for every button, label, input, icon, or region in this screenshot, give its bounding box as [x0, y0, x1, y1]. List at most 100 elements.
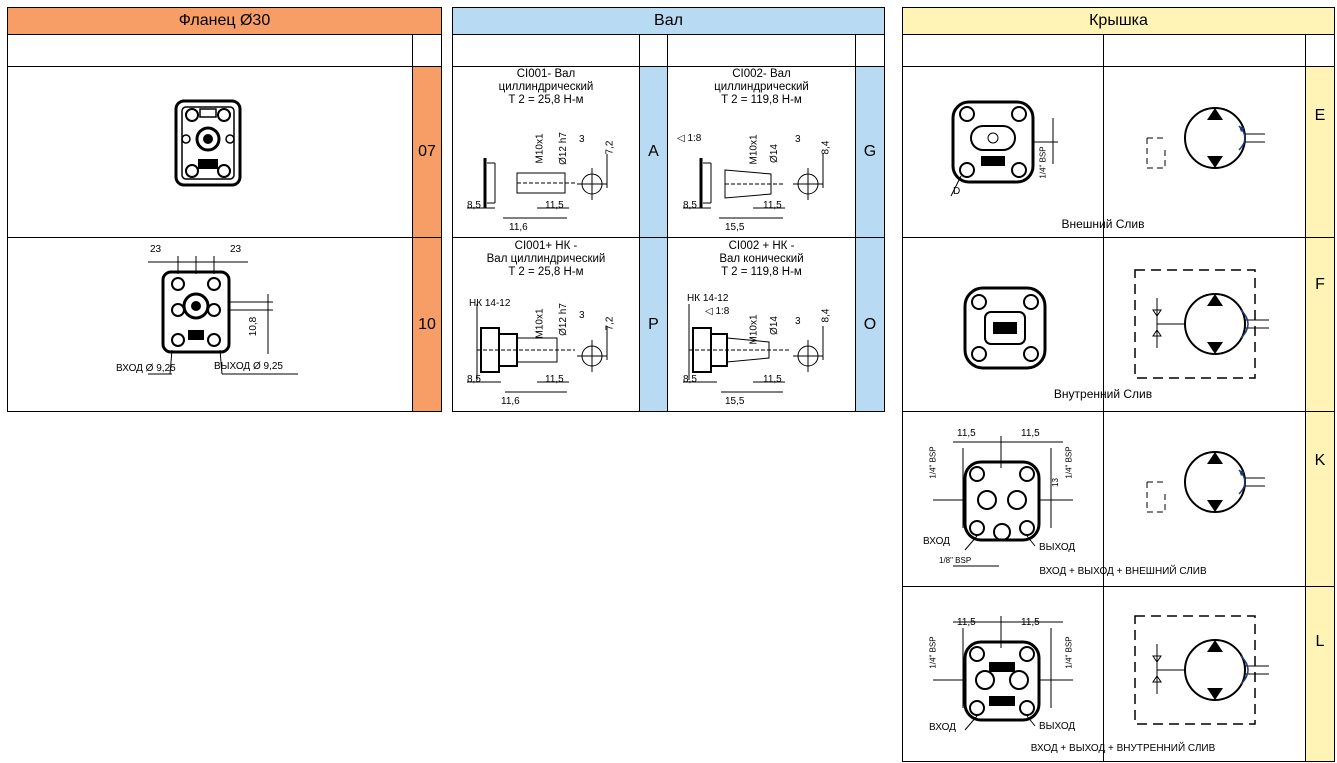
- shaft-code-label: G: [863, 143, 877, 160]
- shaft-o-key: 3: [795, 316, 801, 327]
- shaft-code-a[interactable]: A: [640, 67, 667, 237]
- divider: [412, 34, 413, 411]
- shaft-code-o[interactable]: O: [856, 238, 884, 411]
- cover-k-dim-v: 13: [1050, 478, 1060, 487]
- cover-e-drawing: [950, 100, 1058, 197]
- shaft-g-drawing: [683, 154, 824, 219]
- divider: [855, 34, 856, 411]
- cover-k-outlet: ВЫХОД: [1039, 542, 1076, 553]
- shaft-subheader: [453, 34, 884, 67]
- cover-code-label: F: [1315, 276, 1325, 293]
- flange-dim-right: 23: [230, 244, 242, 255]
- shaft-a-key-depth: 7,2: [604, 140, 616, 155]
- shaft-g-thread: M10x1: [748, 134, 760, 165]
- shaft-a-dim2: 11,6: [509, 222, 528, 233]
- shaft-o-taper: ◁ 1:8: [705, 306, 730, 317]
- shaft-o-adapter: НК 14-12: [687, 293, 729, 304]
- shaft-torque: T 2 = 25,8 Н-м: [508, 94, 584, 106]
- cover-k-drawing: [933, 436, 1073, 567]
- cover-panel: Крышка E F K L 1/4" BSP D Внешний Слив: [902, 7, 1335, 762]
- shaft-a-key: 3: [579, 134, 585, 145]
- flange-inlet-label: ВХОД Ø 9,25: [116, 363, 176, 374]
- shaft-name: CI002 + НК -: [728, 240, 795, 252]
- cover-code-k[interactable]: K: [1306, 412, 1334, 586]
- shaft-g-dim2: 15,5: [725, 222, 745, 233]
- flange-title: Фланец Ø30: [178, 12, 271, 29]
- shaft-a-diameter: Ø12 h7: [557, 132, 569, 165]
- cover-code-e[interactable]: E: [1306, 67, 1334, 237]
- cover-subheader: [903, 34, 1334, 67]
- shaft-panel: Вал A G P O CI001- Вал циллиндрический T…: [452, 7, 885, 412]
- shaft-g-dim3: 11,5: [763, 200, 782, 211]
- shaft-o-dim1: 8,5: [683, 374, 697, 385]
- shaft-code-label: A: [648, 143, 659, 160]
- cover-k-inlet: ВХОД: [923, 536, 950, 547]
- flange-code-10[interactable]: 10: [413, 238, 441, 411]
- divider: [1305, 34, 1306, 761]
- flange-10-drawing: [148, 256, 298, 375]
- divider: [639, 34, 640, 411]
- shaft-o-dim2: 15,5: [725, 396, 745, 407]
- cover-f-caption: Внутренний Слив: [1053, 387, 1153, 401]
- cover-l-dim-left: 11,5: [957, 617, 976, 628]
- flange-code-label: 07: [418, 143, 436, 160]
- flange-outlet-label: ВЫХОД Ø 9,25: [214, 361, 283, 372]
- shaft-torque: T 2 = 119,8 Н-м: [721, 266, 802, 278]
- shaft-a-dim1: 8,5: [467, 200, 481, 211]
- shaft-torque: T 2 = 25,8 Н-м: [508, 266, 584, 278]
- cover-code-label: E: [1314, 107, 1326, 124]
- shaft-a-drawing: [467, 154, 608, 219]
- shaft-code-g[interactable]: G: [856, 67, 884, 237]
- cover-code-l[interactable]: L: [1306, 587, 1334, 761]
- shaft-a-dim3: 11,5: [545, 200, 564, 211]
- shaft-name: CI001- Вал: [516, 68, 576, 80]
- cover-k-dim-left: 11,5: [957, 428, 976, 439]
- shaft-g-key-depth: 8,4: [820, 140, 832, 155]
- divider: [903, 237, 1334, 238]
- divider: [903, 411, 1334, 412]
- flange-07-drawing: [174, 99, 242, 187]
- cover-code-label: K: [1314, 452, 1326, 469]
- shaft-o-key-depth: 8,4: [820, 308, 832, 323]
- divider: [1103, 34, 1104, 761]
- flange-dim-vertical: 10,8: [248, 316, 260, 337]
- cover-title: Крышка: [1089, 12, 1148, 29]
- divider: [667, 34, 668, 411]
- cover-e-symbol: [1146, 107, 1265, 169]
- cover-e-port: 1/4" BSP: [1038, 146, 1048, 179]
- shaft-desc: циллиндрический: [714, 81, 809, 93]
- cover-l-port-right: 1/4" BSP: [1064, 636, 1074, 669]
- cover-l-outlet: ВЫХОД: [1039, 721, 1076, 732]
- shaft-desc: циллиндрический: [498, 81, 594, 93]
- cover-code-label: L: [1315, 633, 1325, 650]
- shaft-name: CI001+ НК -: [514, 240, 578, 252]
- flange-header: Фланец Ø30: [8, 8, 441, 35]
- cover-e-caption: Внешний Слив: [1061, 217, 1145, 231]
- divider: [903, 586, 1334, 587]
- shaft-p-dim2: 11,6: [501, 396, 520, 407]
- shaft-p-adapter: НК 14-12: [469, 298, 511, 309]
- cover-k-port-left: 1/4" BSP: [928, 446, 938, 479]
- cover-k-drain: 1/8" BSP: [939, 556, 972, 565]
- shaft-p-caption: CI001+ НК - Вал циллиндрический T 2 = 25…: [453, 240, 639, 279]
- shaft-o-diameter: Ø14: [768, 316, 780, 335]
- shaft-g-taper: ◁ 1:8: [677, 133, 702, 144]
- cover-l-symbol: [1134, 615, 1269, 725]
- cover-header: Крышка: [903, 8, 1334, 35]
- cover-e-mark: D: [953, 186, 961, 197]
- shaft-code-p[interactable]: P: [640, 238, 667, 411]
- shaft-p-key: 3: [579, 310, 585, 321]
- shaft-p-key-depth: 7,2: [604, 316, 616, 331]
- flange-code-07[interactable]: 07: [413, 67, 441, 237]
- flange-dim-left: 23: [150, 244, 162, 255]
- shaft-p-diameter: Ø12 h7: [557, 303, 569, 336]
- cover-l-caption: ВХОД + ВЫХОД + ВНУТРЕННИЙ СЛИВ: [1030, 743, 1216, 754]
- flange-code-label: 10: [418, 315, 436, 333]
- shaft-a-thread: M10x1: [534, 133, 546, 164]
- shaft-p-thread: M10x1: [534, 308, 546, 339]
- cover-code-f[interactable]: F: [1306, 238, 1334, 411]
- shaft-code-label: O: [863, 315, 877, 333]
- divider: [453, 237, 884, 238]
- shaft-o-caption: CI002 + НК - Вал конический T 2 = 119,8 …: [668, 240, 855, 279]
- shaft-g-key: 3: [795, 134, 801, 145]
